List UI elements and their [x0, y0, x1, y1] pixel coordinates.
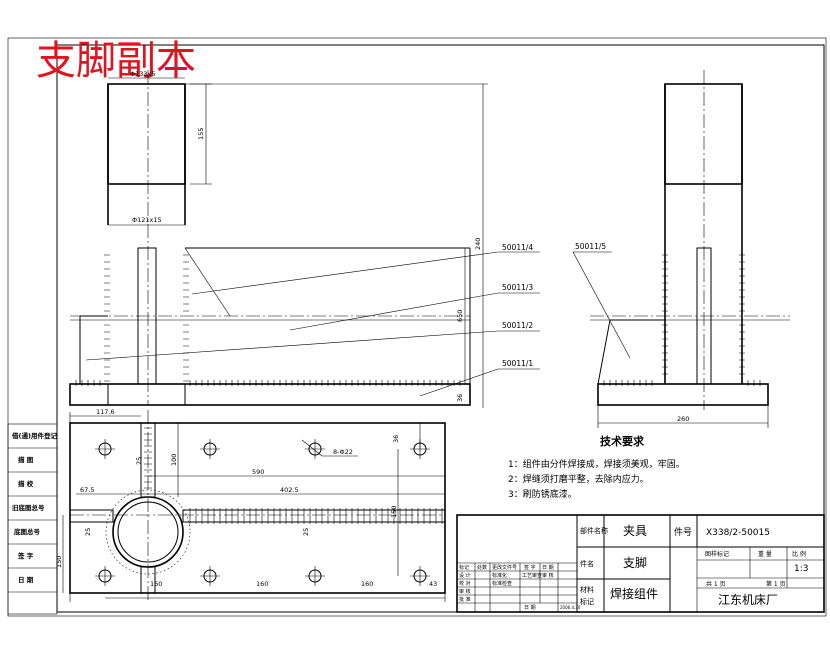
- side-label-column: 借(通)用件登记 描 图 描 校 旧底图总号 底图总号 签 字 日 期: [7, 423, 57, 615]
- tb-material-label: 材料: [580, 585, 594, 594]
- dim-side-width: 260: [677, 415, 689, 423]
- tb-check-label: 标准检查: [492, 580, 512, 587]
- dim-36: 36: [392, 435, 400, 443]
- tech-item-1: 2：焊缝须打磨平整，去除内应力。: [508, 473, 649, 485]
- tb-row-2: 工艺审查: [522, 572, 542, 579]
- dim-total-height: 240: [474, 238, 482, 250]
- dim-160-a: 160: [150, 580, 162, 588]
- leader-label-3: 50011/1: [502, 359, 533, 368]
- tb-scale-label: 比 例: [792, 550, 806, 558]
- dim-top-tube: Φ133x5: [130, 70, 156, 78]
- plan-view: 117.6 25 100 590 8-Φ22 36 67.5 402.5 25 …: [55, 408, 446, 602]
- tb-part-no-label: 件号: [674, 526, 692, 538]
- tb-comp-value: 夹具: [623, 524, 647, 538]
- tb-rev-h4: 日 期: [542, 565, 554, 571]
- side-leader-label: 50011/5: [575, 242, 606, 251]
- dim-tube-height: 155: [197, 128, 205, 140]
- tb-row2-2: 批 准: [459, 596, 471, 603]
- tb-rev-h3: 签 字: [524, 564, 536, 571]
- tb-row-3: 审 核: [542, 572, 554, 579]
- tb-row-0: 设 计: [459, 572, 471, 579]
- tb-rev-h0: 标记: [459, 564, 469, 571]
- dim-43: 43: [429, 580, 437, 588]
- tb-part-no-value: X338/2-50015: [706, 528, 770, 538]
- dim-117-6: 117.6: [96, 408, 115, 416]
- tb-row-1: 标准化: [492, 572, 507, 579]
- tech-item-0: 1：组件由分件焊接成，焊接须美观，牢固。: [508, 458, 685, 470]
- leader-label-0: 50011/4: [502, 243, 533, 252]
- tb-rev-h2: 更改文件号: [492, 564, 517, 571]
- tb-row2-1: 审 核: [459, 588, 471, 595]
- dim-650: 650: [456, 310, 464, 322]
- inner-border: [56, 44, 825, 613]
- dim-150-a: 150: [390, 506, 398, 518]
- dim-hole-label: 8-Φ22: [333, 448, 353, 456]
- side-label-5: 签 字: [17, 551, 34, 560]
- tb-row2-0: 校 对: [459, 580, 471, 587]
- title-block: 部件名称 夹具 件号 X338/2-50015 件名 支脚 材料 标记 焊接组件…: [456, 514, 825, 613]
- side-label-6: 日 期: [18, 575, 34, 584]
- dim-150-b: 150: [55, 556, 63, 568]
- tb-date-value: 2006.4.30: [560, 605, 581, 610]
- tb-stage-label: 图样标记: [705, 550, 729, 558]
- dim-160-b: 160: [256, 580, 268, 588]
- dim-25-a: 25: [135, 457, 143, 465]
- tb-name-value: 支脚: [623, 555, 647, 570]
- outer-border: [7, 37, 827, 617]
- dim-100: 100: [170, 454, 178, 466]
- dim-160-c: 160: [361, 580, 373, 588]
- front-view: Φ133x5 155 Φ121x15 240 650 36: [69, 70, 540, 408]
- dim-25-b: 25: [84, 528, 92, 536]
- side-label-2: 描 校: [18, 479, 34, 488]
- side-label-0: 借(通)用件登记: [11, 431, 57, 440]
- tb-weight-label: 重 量: [758, 550, 772, 558]
- dim-25-c: 25: [302, 528, 310, 536]
- tb-date-label: 日 期: [524, 605, 536, 611]
- tb-scale-value: 1:3: [794, 564, 808, 574]
- tb-rev-h1: 处数: [477, 564, 487, 571]
- dim-inner-tube: Φ121x15: [132, 216, 162, 224]
- tb-name-label: 件名: [580, 559, 594, 568]
- leader-label-1: 50011/3: [502, 283, 533, 292]
- tb-sheets: 共 1 页: [706, 580, 726, 588]
- side-view: 260 50011/5: [572, 70, 790, 428]
- dim-590: 590: [252, 468, 264, 476]
- side-label-1: 描 图: [18, 455, 34, 464]
- tech-requirements: 技术要求 1：组件由分件焊接成，焊接须美观，牢固。 2：焊缝须打磨平整，去除内应…: [508, 434, 685, 500]
- tb-sheet: 第 1 页: [766, 580, 786, 588]
- side-label-4: 底图总号: [14, 527, 41, 536]
- dim-base-height: 36: [456, 394, 464, 402]
- tb-company: 江东机床厂: [718, 593, 778, 607]
- tech-item-2: 3：刷防锈底漆。: [508, 488, 577, 500]
- stamp-text: 支脚副本: [36, 38, 196, 84]
- dim-67-5: 67.5: [80, 486, 94, 494]
- tb-mark-label: 标记: [580, 597, 594, 606]
- tb-comp-label: 部件名称: [580, 526, 608, 535]
- tb-material-value: 焊接组件: [610, 586, 658, 601]
- dim-402-5: 402.5: [280, 486, 299, 494]
- side-label-3: 旧底图总号: [12, 503, 45, 512]
- leader-label-2: 50011/2: [502, 321, 533, 330]
- tech-title: 技术要求: [600, 434, 645, 448]
